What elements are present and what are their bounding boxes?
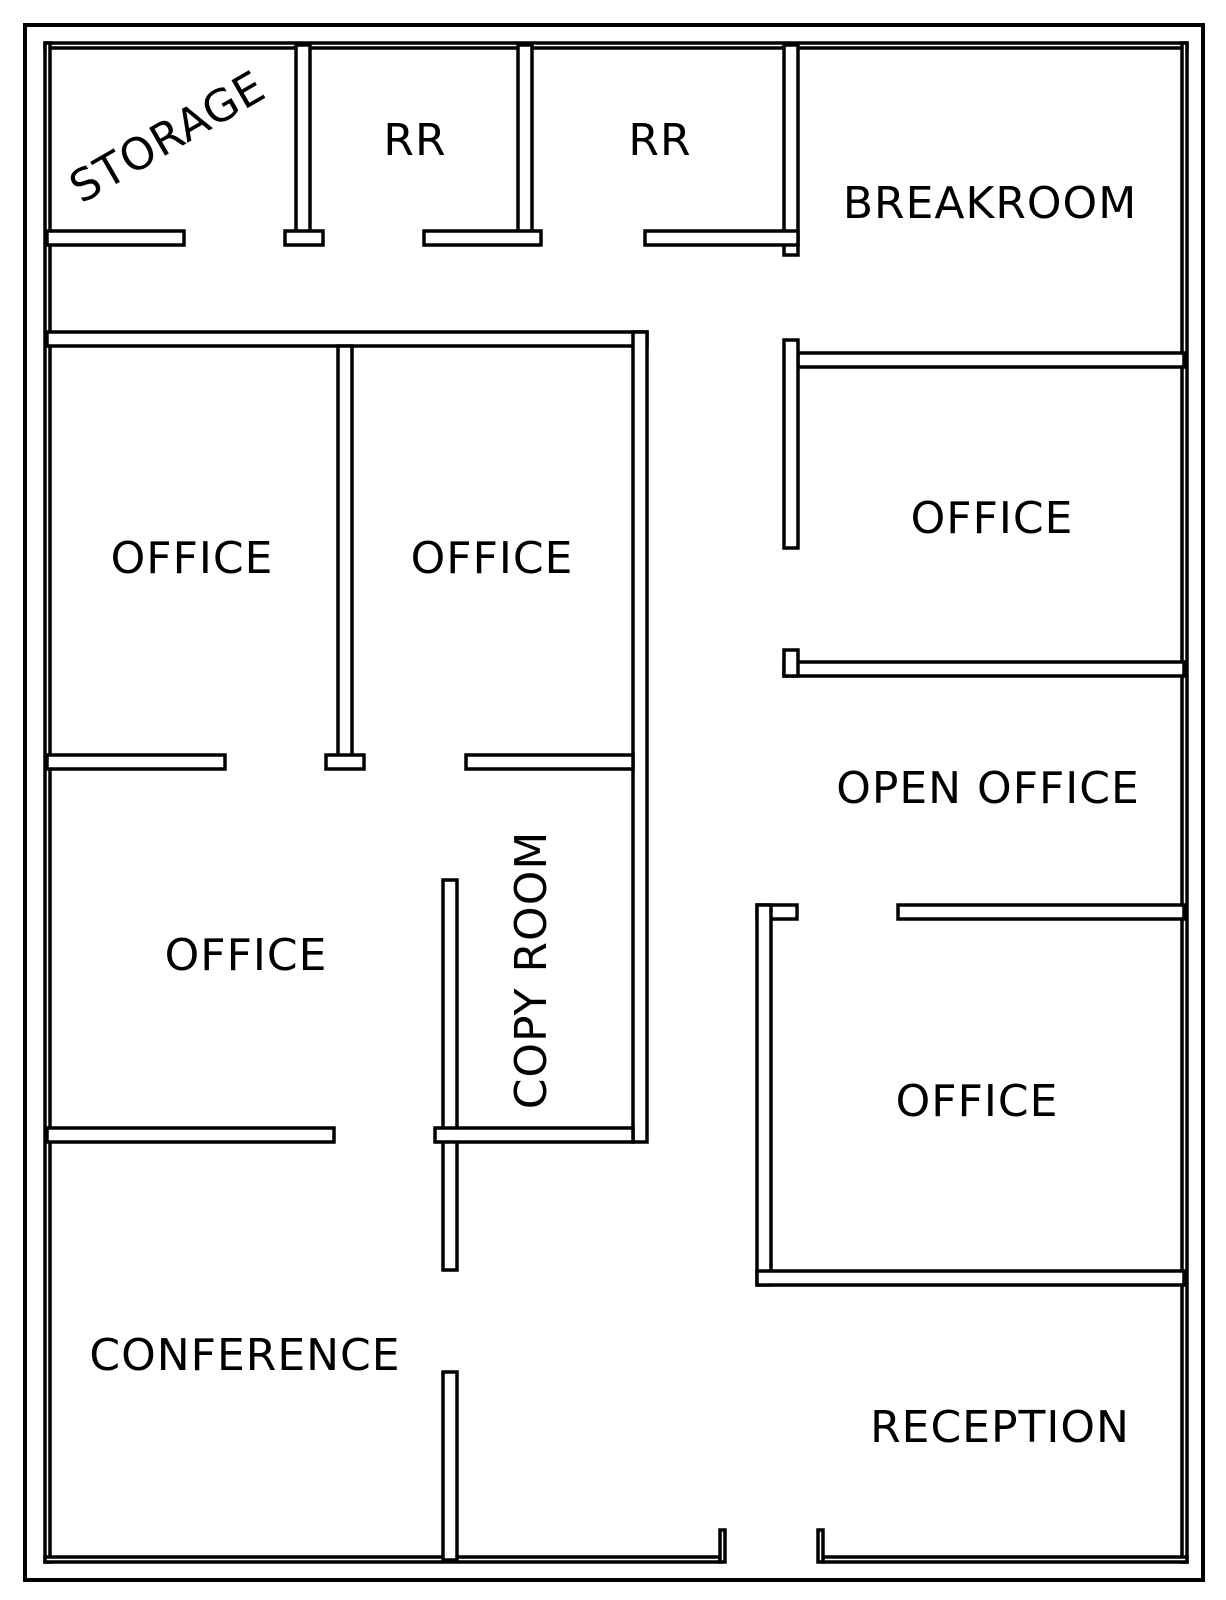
room-label-rr-2: RR	[628, 115, 691, 166]
wall-office-right-top-side	[782, 338, 800, 550]
left-column-walls	[45, 330, 649, 1562]
entry-jamb-right	[816, 1528, 825, 1564]
room-label-copy-room: COPY ROOM	[506, 831, 557, 1110]
wall-center-right	[631, 330, 649, 1144]
room-label-rr-1: RR	[383, 115, 446, 166]
wall-breakroom-bottom	[796, 351, 1186, 369]
room-label-office-left-middle: OFFICE	[165, 930, 328, 981]
room-label-office-center-top: OFFICE	[411, 533, 574, 584]
wall-open-office-bottom-right	[896, 903, 1186, 921]
wall-office-left-middle-bottom	[45, 1126, 336, 1144]
room-label-office-right-bottom: OFFICE	[896, 1076, 1059, 1127]
wall-bottom-left	[43, 1555, 722, 1564]
wall-copy-room-left	[441, 878, 459, 1272]
right-column-walls	[755, 338, 1186, 1287]
wall-rr2-bottom	[643, 229, 800, 247]
wall-rr-rr	[516, 43, 534, 242]
wall-conference-right	[441, 1370, 459, 1562]
wall-storage-bottom	[45, 229, 186, 247]
room-label-reception: RECEPTION	[870, 1402, 1130, 1453]
exterior-walls	[43, 41, 1189, 1564]
room-label-office-left-top: OFFICE	[111, 533, 274, 584]
wall-rr1-bottom-stub	[283, 229, 325, 247]
wall-rr1-bottom	[422, 229, 543, 247]
wall-copy-room-bottom	[433, 1126, 635, 1144]
wall-office-divider	[336, 344, 354, 770]
wall-office-left-top-bottom	[45, 753, 227, 771]
room-label-breakroom: BREAKROOM	[843, 178, 1137, 229]
room-label-conference: CONFERENCE	[89, 1330, 400, 1381]
wall-office-center-top-bottom	[464, 753, 635, 771]
top-row-walls	[45, 43, 800, 257]
wall-storage-rr	[294, 43, 312, 242]
wall-office-right-top-bottom-jamb	[782, 648, 800, 678]
wall-right	[1180, 41, 1189, 1564]
wall-office-divider-stub	[324, 753, 366, 771]
wall-office-right-bottom-side	[755, 903, 773, 1287]
room-label-open-office: OPEN OFFICE	[836, 763, 1140, 814]
wall-office-right-top-bottom	[782, 660, 1186, 678]
wall-corridor-top	[45, 330, 649, 348]
wall-top	[43, 41, 1189, 50]
wall-left	[43, 41, 52, 1564]
wall-bottom-right	[821, 1555, 1189, 1564]
room-label-office-right-top: OFFICE	[911, 493, 1074, 544]
wall-office-right-bottom-bottom	[755, 1269, 1186, 1287]
outer-frame	[23, 23, 1205, 1582]
entry-jamb-left	[718, 1528, 727, 1564]
wall-rr-breakroom	[782, 43, 800, 257]
